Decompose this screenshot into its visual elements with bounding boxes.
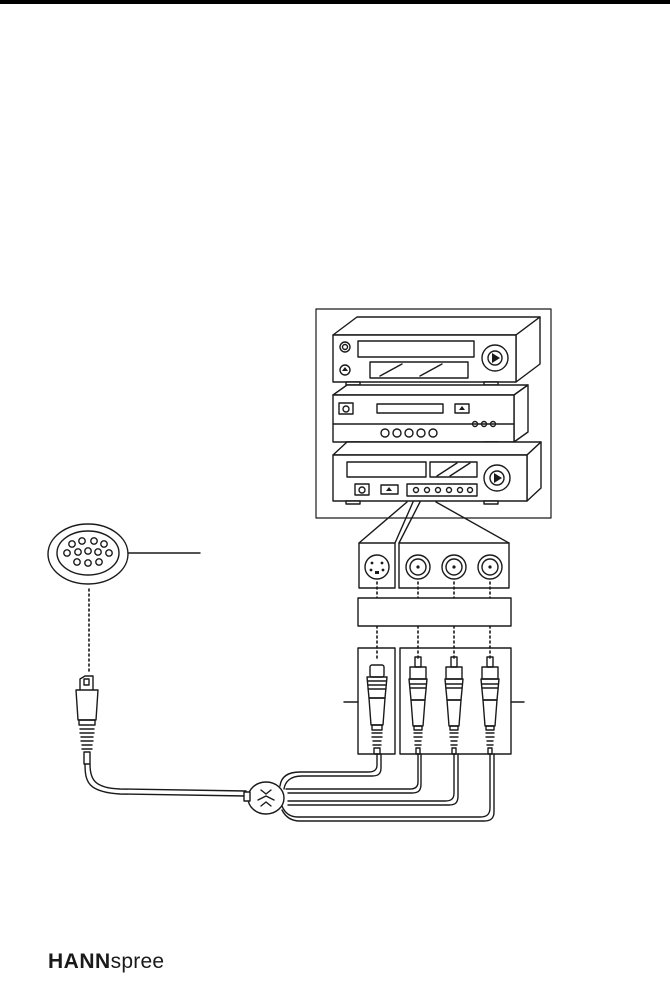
brand-logo-regular: spree xyxy=(111,950,165,974)
rca-plug xyxy=(445,657,463,754)
vcr-unit xyxy=(333,442,541,504)
av-cable-plug xyxy=(76,676,98,764)
composite-video-jack xyxy=(406,555,430,579)
callout-lines xyxy=(359,502,509,543)
rca-plug xyxy=(481,657,499,754)
dotted-guides xyxy=(89,582,490,674)
s-video-plug xyxy=(367,665,387,754)
rca-plug xyxy=(409,657,427,754)
audio-left-jack xyxy=(442,555,466,579)
receiver-unit xyxy=(333,385,528,445)
s-video-plug-frame xyxy=(358,648,395,754)
cable-splitter xyxy=(244,782,284,814)
rca-plug-frame xyxy=(400,648,511,754)
av-port-closeup xyxy=(48,524,200,584)
dvd-player-unit xyxy=(333,317,540,385)
brand-logo-bold: HANN xyxy=(48,950,111,974)
jack-panels xyxy=(359,543,509,588)
label-box xyxy=(358,598,511,626)
cables xyxy=(85,754,494,821)
audio-right-jack xyxy=(478,555,502,579)
